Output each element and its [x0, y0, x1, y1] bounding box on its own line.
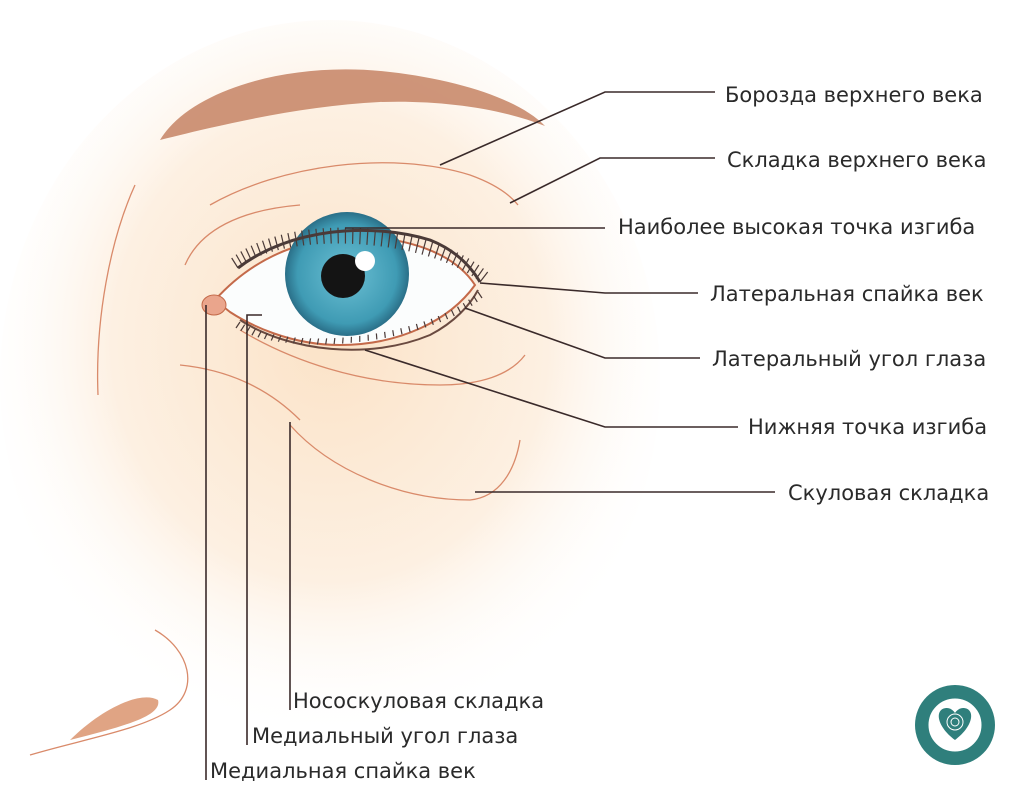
lower-eyelash — [300, 337, 304, 345]
lower-eyelash — [423, 321, 427, 328]
label-medial-canthus: Медиальный угол глаза — [252, 724, 518, 748]
label-lateral-canthus: Латеральный угол глаза — [712, 347, 986, 371]
lower-eyelash — [292, 337, 296, 344]
eyelashes — [231, 227, 489, 345]
eyebrow — [160, 69, 545, 140]
upper-eyelid-edge — [237, 228, 482, 283]
lower-eyelash — [316, 338, 320, 345]
upper-eyelash — [359, 228, 362, 245]
leader-lateral-canthus — [464, 307, 700, 359]
lower-eyelash — [251, 329, 256, 336]
leader-lateral-commissure — [479, 282, 698, 294]
label-upper-lid-sulcus: Борозда верхнего века — [725, 83, 983, 107]
upper-eyelash — [387, 231, 391, 248]
lower-eyelash — [308, 338, 312, 345]
lower-eyelash — [235, 321, 241, 329]
upper-eyelash — [240, 251, 247, 263]
upper-eyelash — [287, 233, 292, 248]
upper-eyelash — [394, 232, 399, 249]
lacrimal-caruncle — [201, 294, 227, 316]
leader-upper-lid-sulcus — [439, 91, 715, 166]
upper-lid-crease-line — [184, 204, 301, 266]
lower-eyelash — [257, 331, 262, 338]
lower-eyelid-edge — [239, 289, 479, 351]
upper-eyelash — [231, 257, 239, 269]
lower-eyelash — [444, 312, 449, 320]
lower-eyelash — [430, 318, 434, 326]
upper-eyelash — [294, 231, 298, 247]
skin-background — [0, 20, 660, 740]
upper-eyelash — [466, 261, 475, 274]
upper-eyelash — [322, 228, 325, 244]
lower-eyelash — [392, 330, 395, 337]
upper-eyelash — [268, 238, 274, 252]
upper-eyelash — [250, 245, 257, 258]
upper-eyelash — [366, 228, 369, 245]
leader-upper-lid-crease — [509, 157, 715, 204]
lower-eyelash — [325, 338, 328, 345]
lower-eyelash — [468, 299, 473, 306]
label-malar-fold: Скуловая складка — [788, 481, 989, 505]
nose-contour — [29, 629, 189, 756]
leader-medial-canthus — [246, 314, 262, 745]
upper-eyelash — [380, 230, 384, 247]
label-highest-arc-point: Наиболее высокая точка изгиба — [618, 215, 975, 239]
lower-eyelash — [473, 295, 478, 303]
lower-eyelash — [270, 334, 275, 341]
lower-eyelash — [333, 338, 336, 345]
upper-eyelash — [440, 246, 447, 261]
upper-lid-sulcus-line — [209, 162, 519, 206]
lower-eyelash — [240, 324, 246, 332]
upper-eyelash — [414, 237, 420, 254]
upper-eyelash — [451, 252, 459, 266]
lower-eyelash — [437, 315, 442, 323]
lower-eyelash — [263, 332, 268, 340]
lower-eyelash — [277, 335, 282, 342]
lower-eyelash — [400, 328, 403, 335]
pupil — [321, 254, 365, 298]
upper-eyelash — [479, 271, 489, 283]
upper-eyelash — [280, 234, 286, 249]
lower-eyelash — [285, 336, 289, 343]
upper-eyelash — [315, 228, 318, 245]
upper-eyelash — [471, 264, 480, 277]
upper-eyelash — [373, 229, 377, 246]
upper-eyelash — [256, 242, 262, 256]
upper-eyelash — [308, 229, 312, 245]
upper-eyelash — [421, 239, 427, 255]
upper-eyelash — [329, 227, 332, 244]
pupil-highlight — [355, 251, 375, 271]
upper-eyelash — [434, 244, 440, 259]
upper-eyelash — [245, 248, 252, 261]
lower-eyelash — [450, 309, 455, 317]
upper-eyelash — [427, 242, 434, 257]
upper-eyelash — [408, 236, 413, 252]
face-contour-line — [96, 184, 136, 396]
upper-eyelash — [301, 230, 305, 246]
lower-eyelash — [477, 291, 483, 299]
upper-eyelash — [235, 254, 243, 266]
malar-fold-line — [289, 424, 521, 501]
upper-eyelash — [401, 234, 406, 250]
upper-eyelash — [274, 236, 279, 251]
lower-eyelash — [415, 323, 419, 331]
upper-eyelash — [475, 268, 484, 280]
nostril — [70, 697, 159, 740]
label-medial-commissure: Медиальная спайка век — [210, 759, 476, 783]
leader-lowest-arc-point — [364, 349, 738, 428]
upper-eyelash — [461, 258, 470, 271]
upper-eyelash — [261, 240, 268, 254]
label-nasojugal-fold: Нососкуловая складка — [293, 689, 544, 713]
lower-eyelash — [457, 306, 462, 313]
label-lowest-arc-point: Нижняя точка изгиба — [748, 415, 987, 439]
lower-eyelash — [408, 326, 411, 333]
label-lateral-commissure: Латеральная спайка век — [710, 282, 984, 306]
clinic-logo — [915, 685, 995, 765]
lower-eyelash — [384, 331, 386, 338]
upper-eyelash — [445, 249, 453, 264]
upper-eyelash — [456, 255, 464, 268]
lower-lid-fold — [239, 329, 526, 386]
label-upper-lid-crease: Складка верхнего века — [727, 148, 987, 172]
